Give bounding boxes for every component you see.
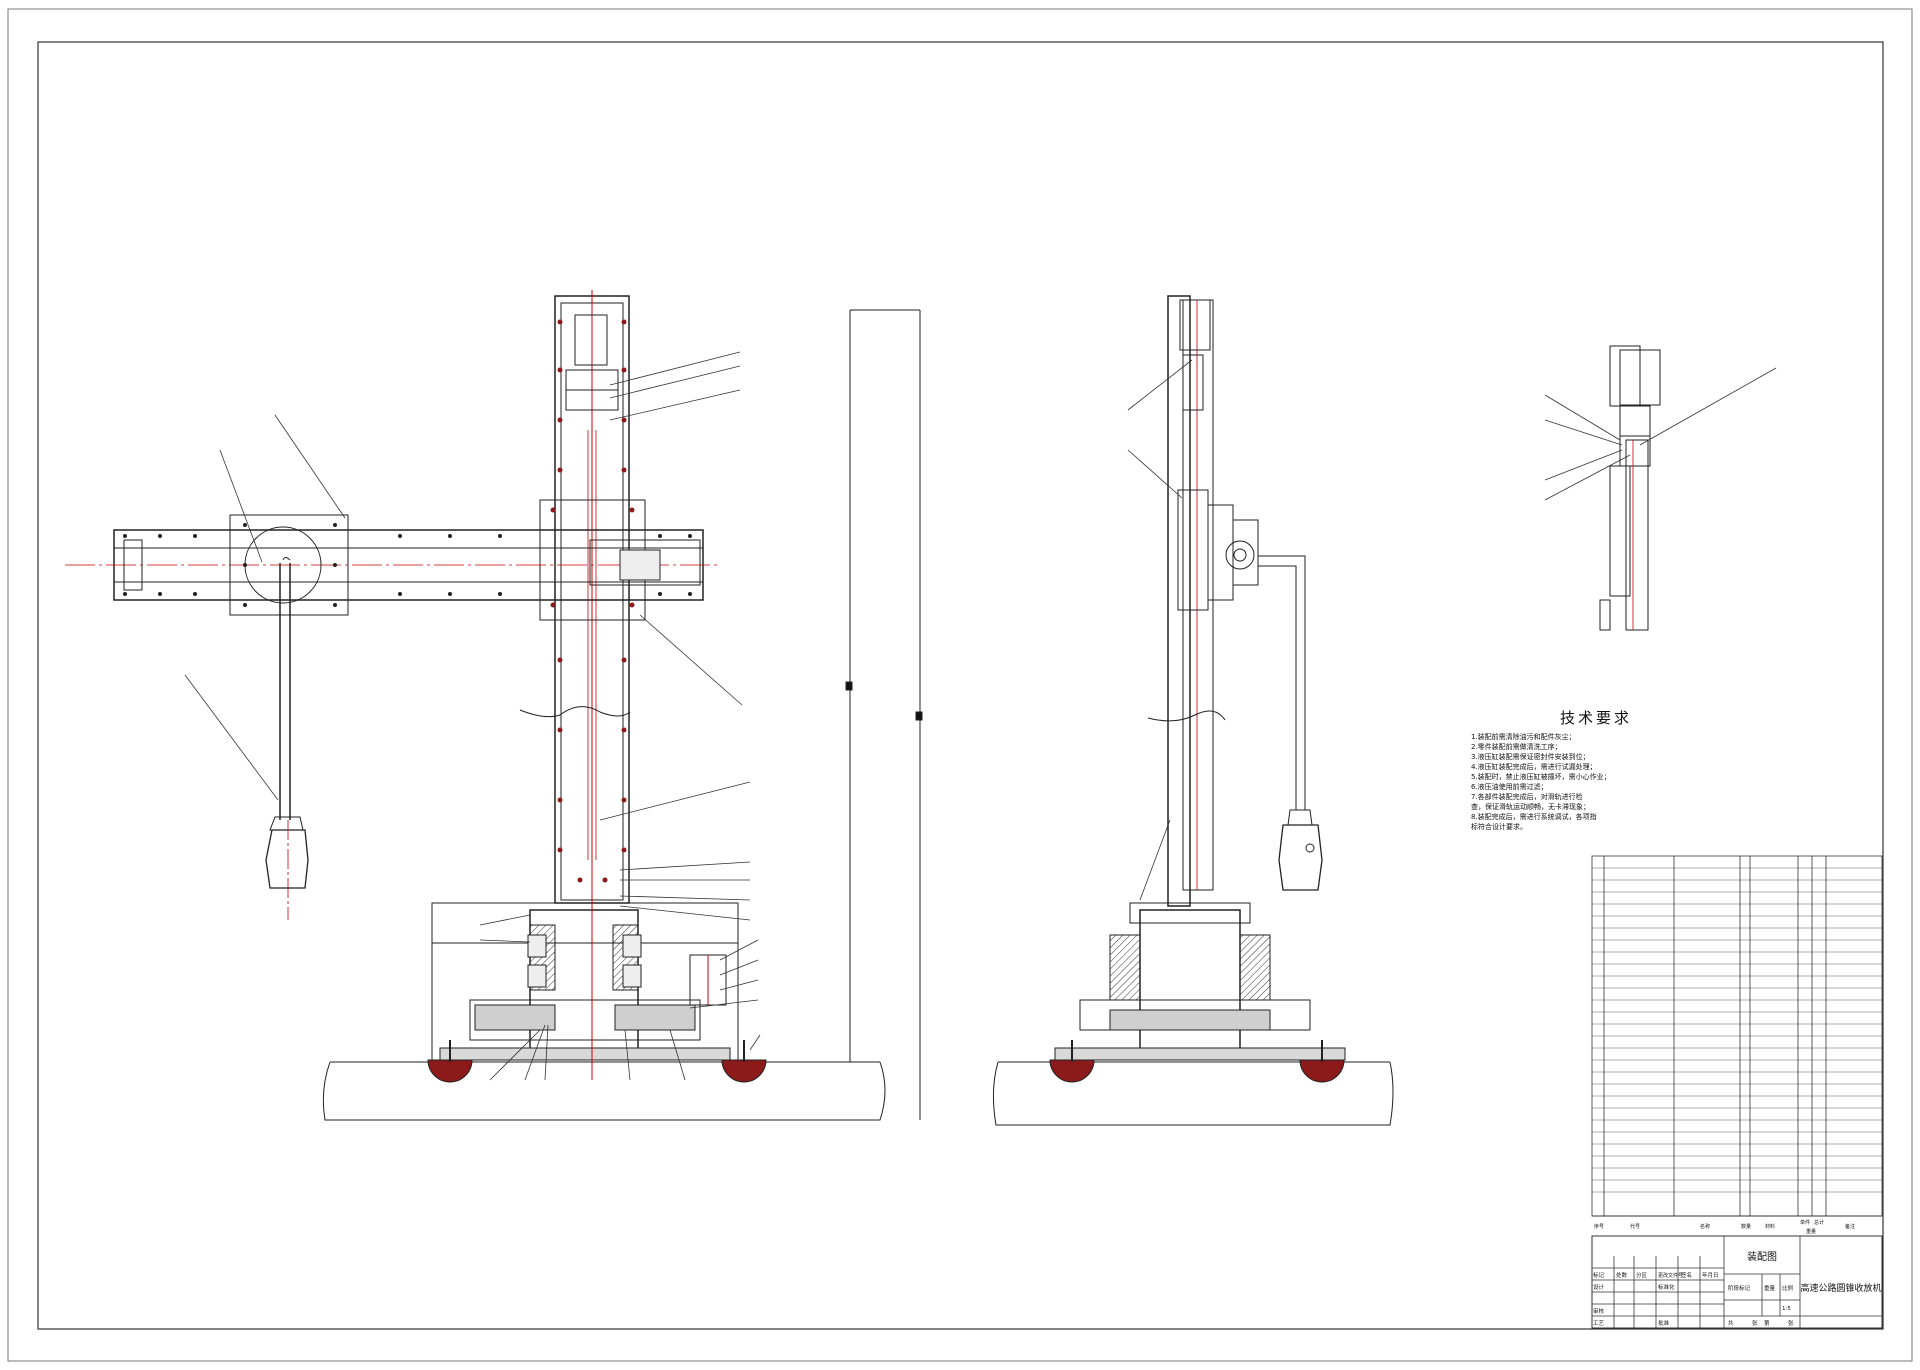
tb-label-approve: 批准	[1658, 1319, 1670, 1327]
parts-list	[1591, 855, 1883, 1237]
tb-label-sign: 签名	[1681, 1271, 1692, 1279]
pl-header-material: 材料	[1765, 1223, 1775, 1230]
tb-label-design: 设计	[1593, 1283, 1605, 1291]
tech-req-line: 5.装配时，禁止液压缸被撞坏，需小心作业；	[1471, 773, 1611, 781]
tb-sheet-number: 第	[1764, 1319, 1770, 1327]
pl-header-qty: 数量	[1741, 1223, 1751, 1230]
tb-sheet-unit-1: 张	[1752, 1319, 1758, 1327]
tb-label-standard: 标准化	[1658, 1283, 1675, 1291]
tech-req-title: 技术要求	[1559, 709, 1632, 727]
pl-header-remark: 备注	[1845, 1223, 1855, 1230]
tech-req-line: 标符合设计要求。	[1471, 823, 1527, 831]
tb-label-count: 处数	[1616, 1271, 1628, 1279]
tb-label-date: 年月日	[1702, 1271, 1719, 1279]
tb-label-mark: 标记	[1593, 1271, 1605, 1279]
product-name: 高速公路圆锥收放机	[1800, 1282, 1881, 1294]
tb-label-weight: 重量	[1764, 1284, 1776, 1292]
pl-header-code: 代号	[1630, 1223, 1640, 1230]
front-view	[65, 290, 923, 1121]
tech-req-line: 1.装配前需清除油污和配件灰尘；	[1471, 733, 1576, 741]
technical-requirements: 技术要求 1.装配前需清除油污和配件灰尘； 2.零件装配前需做清洗工序； 3.液…	[1471, 707, 1721, 832]
tech-req-line: 2.零件装配前需做清洗工序；	[1471, 743, 1562, 751]
tb-label-zone: 分区	[1636, 1271, 1648, 1279]
outer-frame	[7, 8, 1913, 1362]
inner-frame	[37, 41, 1884, 1330]
pl-header-name: 名称	[1700, 1223, 1710, 1230]
pl-header-weight: 重量	[1806, 1228, 1816, 1235]
tech-req-line: 4.液压缸装配完成后，需进行试漏处理；	[1471, 763, 1597, 771]
tb-label-change: 更改文件号	[1658, 1272, 1683, 1279]
tb-sheet-unit-2: 张	[1788, 1319, 1794, 1327]
pl-header-total: 总计	[1814, 1219, 1824, 1226]
tb-label-stage: 阶段标记	[1728, 1284, 1751, 1292]
tech-req-line: 7.各部件装配完成后，对滑轨进行检	[1471, 793, 1583, 801]
side-view	[992, 295, 1394, 1126]
tb-sheet-total: 共	[1728, 1319, 1734, 1327]
pl-header-unit: 单件	[1800, 1219, 1810, 1226]
tech-req-line: 查，保证滑轨运动顺畅，无卡滞现象；	[1471, 803, 1590, 811]
title-block	[1591, 1235, 1883, 1329]
tech-req-line: 8.装配完成后，需进行系统调试，各项指	[1471, 813, 1597, 821]
pl-header-no: 序号	[1594, 1223, 1604, 1230]
tb-label-process: 工艺	[1593, 1320, 1605, 1327]
tb-label-scale: 比例	[1782, 1284, 1794, 1292]
tb-label-review: 审核	[1593, 1307, 1605, 1315]
tech-req-line: 6.液压油使用前需过滤；	[1471, 783, 1548, 791]
tb-scale-value: 1:5	[1782, 1306, 1791, 1312]
drawing-name: 装配图	[1747, 1250, 1777, 1263]
detail-view	[1544, 345, 1777, 631]
tech-req-line: 3.液压缸装配需保证密封件安装到位；	[1471, 753, 1590, 761]
